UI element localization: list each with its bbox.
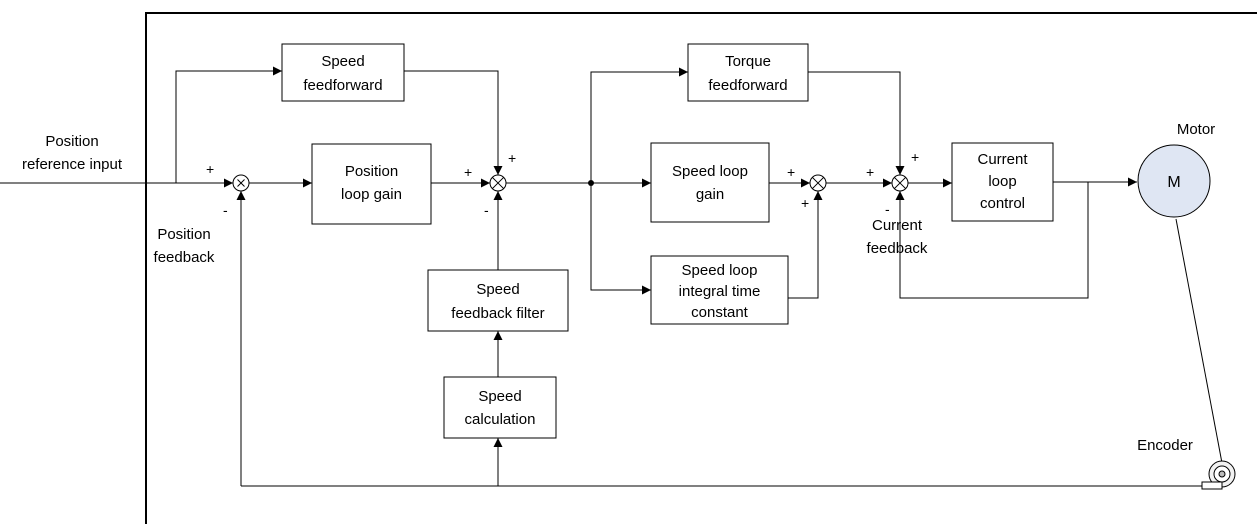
speed-loop-gain-label-1: Speed loop xyxy=(672,163,748,180)
feedforward-branch-line xyxy=(175,66,282,183)
sum4-plus-top-sign: + xyxy=(911,149,919,165)
position-loop-gain-label-1: Position xyxy=(345,163,398,180)
sum1-minus-sign: - xyxy=(223,202,228,218)
position-reference-label-2: reference input xyxy=(22,156,123,173)
speed-loop-gain-block: Speed loop gain xyxy=(650,142,770,223)
position-reference-label-1: Position xyxy=(45,133,98,150)
sum2-plus-top-sign: + xyxy=(508,150,516,166)
sum3-plus-bottom-sign: + xyxy=(801,195,809,211)
sum4-minus-sign: - xyxy=(885,201,890,217)
speed-feedforward-out-line xyxy=(404,70,503,175)
speed-feedforward-label-2: feedforward xyxy=(303,77,382,94)
integral-to-sum3-line xyxy=(788,191,823,299)
current-feedback-label-2: feedback xyxy=(867,240,928,257)
sum2-minus-sign: - xyxy=(484,202,489,218)
position-feedback-label-1: Position xyxy=(157,226,210,243)
torque-feedforward-label-1: Torque xyxy=(725,53,771,70)
motor-label: Motor xyxy=(1177,121,1215,138)
position-loop-gain-block: Position loop gain xyxy=(311,143,432,225)
speed-calculation-block: Speed calculation xyxy=(443,376,557,439)
speed-calculation-label-1: Speed xyxy=(478,388,521,405)
speed-loop-integral-label-2: integral time xyxy=(679,283,761,300)
current-loop-control-label-2: loop xyxy=(988,173,1016,190)
integral-branch-line xyxy=(590,183,651,295)
position-loop-gain-label-2: loop gain xyxy=(341,186,402,203)
current-feedback-label-1: Current xyxy=(872,217,923,234)
sum-junction-2 xyxy=(489,174,507,192)
encoder-label: Encoder xyxy=(1137,437,1193,454)
encoder-icon xyxy=(1201,460,1236,490)
torque-feedforward-label-2: feedforward xyxy=(708,77,787,94)
sum4-plus-left-sign: + xyxy=(866,164,874,180)
sum-junction-4 xyxy=(891,174,909,192)
sum3-plus-left-sign: + xyxy=(787,164,795,180)
motor: M xyxy=(1137,144,1211,218)
torque-feedforward-out-line xyxy=(808,71,905,175)
speed-loop-integral-label-1: Speed loop xyxy=(682,262,758,279)
sum2-plus-left-sign: + xyxy=(464,164,472,180)
speed-feedback-filter-block: Speed feedback filter xyxy=(427,269,569,332)
torque-feedforward-block: Torque feedforward xyxy=(687,43,809,102)
motor-encoder-shaft-line xyxy=(1175,218,1223,464)
torque-feedforward-branch-line xyxy=(590,67,688,183)
speed-feedforward-label-1: Speed xyxy=(321,53,364,70)
speed-loop-integral-label-3: constant xyxy=(691,304,749,321)
sum-junction-1 xyxy=(232,174,250,192)
motor-circle xyxy=(1137,144,1211,218)
speed-loop-integral-block: Speed loop integral time constant xyxy=(650,255,789,325)
current-loop-control-label-3: control xyxy=(980,195,1025,212)
branch-point xyxy=(588,180,594,186)
speed-feedforward-block: Speed feedforward xyxy=(281,43,405,102)
current-loop-control-label-1: Current xyxy=(977,151,1028,168)
sum-junction-3 xyxy=(809,174,827,192)
signal-lines xyxy=(0,66,1223,487)
current-loop-control-block: Current loop control xyxy=(951,142,1054,222)
position-feedback-label-2: feedback xyxy=(154,249,215,266)
speed-loop-gain-label-2: gain xyxy=(696,186,724,203)
current-feedback-line xyxy=(895,182,1089,299)
diagram-frame xyxy=(145,12,1257,524)
speed-calculation-label-2: calculation xyxy=(465,411,536,428)
sum1-plus-sign: + xyxy=(206,161,214,177)
speed-feedback-filter-label-2: feedback filter xyxy=(451,305,544,322)
speed-feedback-filter-label-1: Speed xyxy=(476,281,519,298)
motor-symbol: M xyxy=(1167,174,1180,191)
